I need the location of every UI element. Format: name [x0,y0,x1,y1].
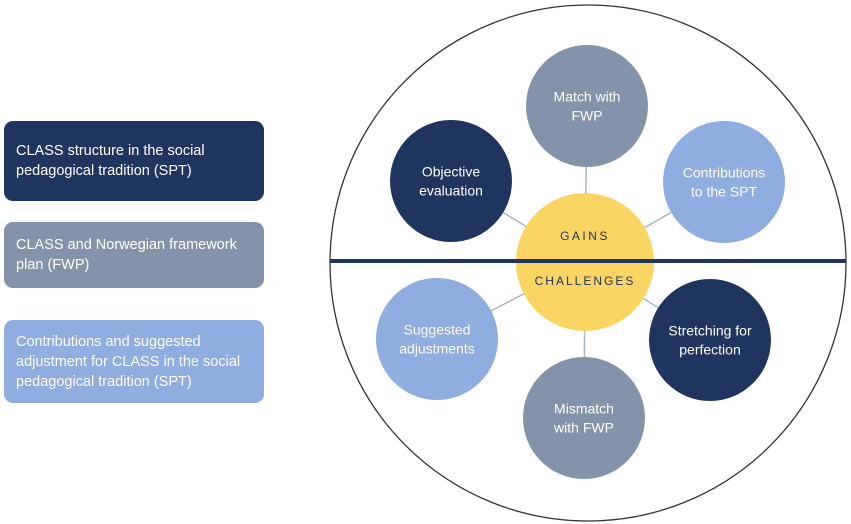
node-circle [376,278,498,400]
node-label: to the SPT [691,184,758,200]
node-circle [649,279,771,401]
gains-label: GAINS [560,229,610,243]
node-label: Contributions [683,165,766,181]
node-label: Mismatch [554,401,614,417]
legend-box-fwp: CLASS and Norwegian framework plan (FWP) [4,222,264,288]
node-circle [526,45,648,167]
legend-box-contributions: Contributions and suggested adjustment f… [4,320,264,403]
node-circle [390,120,512,242]
node-mismatch-with-fwp: Mismatch with FWP [523,357,645,479]
node-label: perfection [679,342,740,358]
legend-box-spt-structure: CLASS structure in the social pedagogica… [4,121,264,201]
node-circle [523,357,645,479]
node-label: evaluation [419,183,483,199]
legend-label: CLASS and Norwegian framework plan (FWP) [16,237,237,273]
node-contributions-to-spt: Contributions to the SPT [663,121,785,243]
node-label: Match with [554,89,621,105]
node-label: adjustments [399,341,474,357]
node-label: with FWP [553,420,614,436]
legend-label: CLASS structure in the social pedagogica… [16,143,205,179]
node-objective-evaluation: Objective evaluation [390,120,512,242]
challenges-label: CHALLENGES [535,274,636,288]
node-label: FWP [571,108,602,124]
node-label: Suggested [404,322,471,338]
node-label: Objective [422,164,481,180]
node-circle [663,121,785,243]
node-label: Stretching for [668,323,752,339]
legend-label: Contributions and suggested adjustment f… [16,333,241,390]
node-suggested-adjustments: Suggested adjustments [376,278,498,400]
node-stretching-for-perfection: Stretching for perfection [649,279,771,401]
